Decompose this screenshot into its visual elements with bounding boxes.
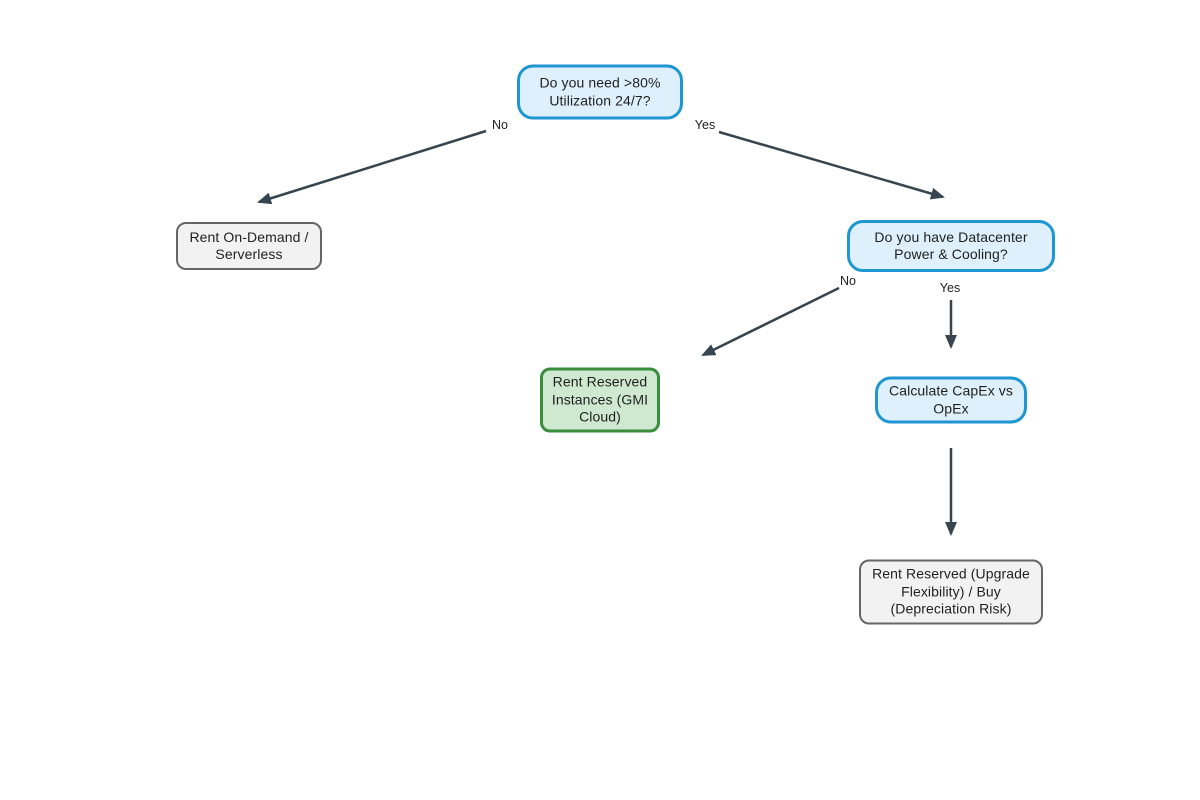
edge-label-utilization-no: No xyxy=(492,118,508,132)
node-datacenter-question: Do you have Datacenter Power & Cooling? xyxy=(847,220,1055,272)
edge-arrow-utilization-no xyxy=(257,129,487,205)
edge-arrow-utilization-yes xyxy=(718,130,945,200)
node-rent-or-buy: Rent Reserved (Upgrade Flexibility) / Bu… xyxy=(859,559,1043,625)
node-rent-reserved-gmi-label: Rent Reserved Instances (GMI Cloud) xyxy=(551,373,649,425)
edge-label-datacenter-no: No xyxy=(840,274,856,288)
node-utilization-question-label: Do you need >80% Utilization 24/7? xyxy=(539,74,661,109)
node-calculate-capex-opex-label: Calculate CapEx vs OpEx xyxy=(889,382,1013,417)
node-calculate-capex-opex: Calculate CapEx vs OpEx xyxy=(875,376,1027,424)
node-rent-or-buy-label: Rent Reserved (Upgrade Flexibility) / Bu… xyxy=(872,565,1030,617)
node-datacenter-question-label: Do you have Datacenter Power & Cooling? xyxy=(874,228,1028,263)
edge-label-utilization-yes: Yes xyxy=(694,118,716,132)
edge-arrow-datacenter-no xyxy=(701,286,840,357)
node-rent-reserved-gmi: Rent Reserved Instances (GMI Cloud) xyxy=(540,367,660,433)
node-rent-on-demand: Rent On-Demand / Serverless xyxy=(176,222,322,270)
node-rent-on-demand-label: Rent On-Demand / Serverless xyxy=(189,228,309,263)
edge-label-datacenter-yes: Yes xyxy=(939,281,961,295)
node-utilization-question: Do you need >80% Utilization 24/7? xyxy=(517,64,683,120)
